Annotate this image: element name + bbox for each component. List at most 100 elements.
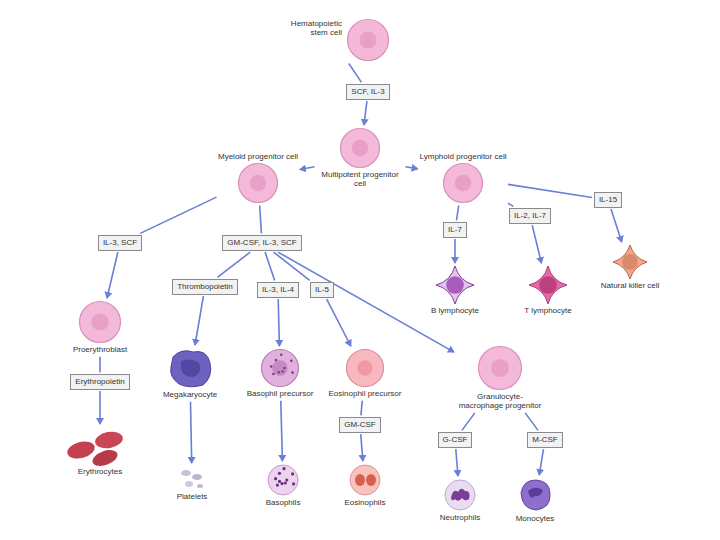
cell-node: Basophils (266, 463, 301, 508)
cell-node: Myeloid progenitor cell (218, 151, 298, 204)
factor-label: IL-2, IL-7 (514, 211, 546, 220)
factor-label: IL-5 (315, 285, 329, 294)
differentiation-arrow (456, 449, 458, 476)
cell-node: Multipotent progenitor cell (316, 127, 404, 189)
cell-label: Lymphoid progenitor cell (420, 151, 507, 162)
differentiation-arrow (361, 434, 363, 461)
factor-box: SCF, IL-3 (346, 84, 389, 99)
cell-drawing (477, 345, 523, 391)
factor-label: GM-CSF, IL-3, SCF (227, 238, 296, 247)
differentiation-arrow (364, 101, 367, 125)
differentiation-arrow (278, 299, 279, 346)
factor-label: SCF, IL-3 (351, 87, 384, 96)
cell-node: Hematopoietic stem cell (276, 18, 390, 62)
factor-box: GM-CSF, IL-3, SCF (222, 235, 301, 250)
differentiation-arrow (195, 296, 203, 345)
cell-node: Granulocyte-macrophage progenitor (456, 345, 544, 411)
cell-label: Myeloid progenitor cell (218, 151, 298, 162)
cell-node: B lymphocyte (431, 265, 479, 316)
cell-node: Platelets (177, 465, 208, 502)
cell-label: Platelets (177, 491, 208, 502)
cell-label: Hematopoietic stem cell (276, 18, 346, 38)
cell-drawing (345, 348, 385, 388)
factor-box: Thrombopoietin (172, 279, 238, 294)
cell-node: Megakaryocyte (163, 347, 217, 400)
factor-box: M-CSF (527, 432, 562, 447)
differentiation-arrow (349, 64, 362, 83)
factor-label: Erythropoietin (75, 377, 124, 386)
cell-drawing (348, 463, 382, 497)
differentiation-arrow (508, 184, 592, 197)
differentiation-arrow (539, 449, 543, 475)
factor-box: IL-5 (310, 282, 334, 297)
cell-drawing (517, 477, 553, 513)
cell-label: Granulocyte-macrophage progenitor (456, 391, 544, 411)
cell-node: Lymphoid progenitor cell (420, 151, 507, 204)
cell-node: Erythrocytes (65, 426, 135, 477)
cell-node: T lymphocyte (524, 265, 571, 316)
factor-box: GM-CSF (339, 417, 381, 432)
cell-node: Monocytes (516, 477, 555, 524)
differentiation-arrow (281, 401, 283, 461)
cell-drawing (260, 348, 300, 388)
cell-drawing (78, 300, 122, 344)
factor-label: M-CSF (532, 435, 557, 444)
cell-label: Natural killer cell (601, 280, 660, 291)
cell-drawing (266, 463, 300, 497)
cell-drawing (167, 347, 213, 389)
factor-box: IL-7 (443, 222, 467, 237)
cell-node: Neutrophils (440, 478, 480, 523)
cell-drawing (528, 265, 568, 305)
differentiation-arrow (457, 206, 459, 221)
differentiation-arrow (191, 402, 192, 463)
factor-label: IL-7 (448, 225, 462, 234)
cell-label: Neutrophils (440, 512, 480, 523)
factor-box: G-CSF (438, 432, 473, 447)
cell-label: Basophils (266, 497, 301, 508)
cell-drawing (612, 244, 648, 280)
differentiation-arrow (99, 391, 101, 424)
factor-label: IL-3, IL-4 (262, 285, 294, 294)
cell-node: Eosinophil precursor (329, 348, 402, 399)
factor-box: IL-3, SCF (98, 235, 142, 250)
cell-label: Proerythroblast (73, 344, 127, 355)
factor-label: G-CSF (443, 435, 468, 444)
cell-node: Eosinophils (345, 463, 386, 508)
factor-box: IL-3, IL-4 (257, 282, 299, 297)
differentiation-arrow (217, 252, 250, 277)
cell-label: Eosinophil precursor (329, 388, 402, 399)
differentiation-arrow (508, 203, 513, 206)
differentiation-arrow (140, 197, 216, 233)
differentiation-arrow (260, 206, 262, 234)
cell-drawing (435, 265, 475, 305)
differentiation-arrow (99, 357, 101, 373)
cell-drawing (177, 465, 207, 491)
cell-label: Eosinophils (345, 497, 386, 508)
differentiation-arrow (265, 252, 275, 280)
factor-box: IL-15 (594, 192, 622, 207)
cell-label: T lymphocyte (524, 305, 571, 316)
differentiation-arrow (327, 299, 351, 346)
differentiation-arrow (361, 401, 362, 416)
cell-label: B lymphocyte (431, 305, 479, 316)
factor-box: IL-2, IL-7 (509, 208, 551, 223)
cell-drawing (65, 426, 135, 466)
differentiation-arrow (462, 413, 475, 431)
factor-label: IL-3, SCF (103, 238, 137, 247)
cell-node: Basophil precursor (247, 348, 314, 399)
cell-label: Erythrocytes (78, 466, 122, 477)
cell-node: Proerythroblast (73, 300, 127, 355)
factor-label: GM-CSF (344, 420, 376, 429)
differentiation-arrow (532, 225, 541, 263)
factor-label: IL-15 (599, 195, 617, 204)
differentiation-arrow (300, 167, 315, 170)
cell-label: Megakaryocyte (163, 389, 217, 400)
differentiation-arrow (454, 239, 456, 263)
cell-drawing (443, 478, 477, 512)
differentiation-arrow (406, 167, 418, 169)
factor-box: Erythropoietin (70, 374, 129, 389)
differentiation-arrow (278, 252, 454, 352)
cell-drawing (237, 162, 279, 204)
cell-drawing (442, 162, 484, 204)
